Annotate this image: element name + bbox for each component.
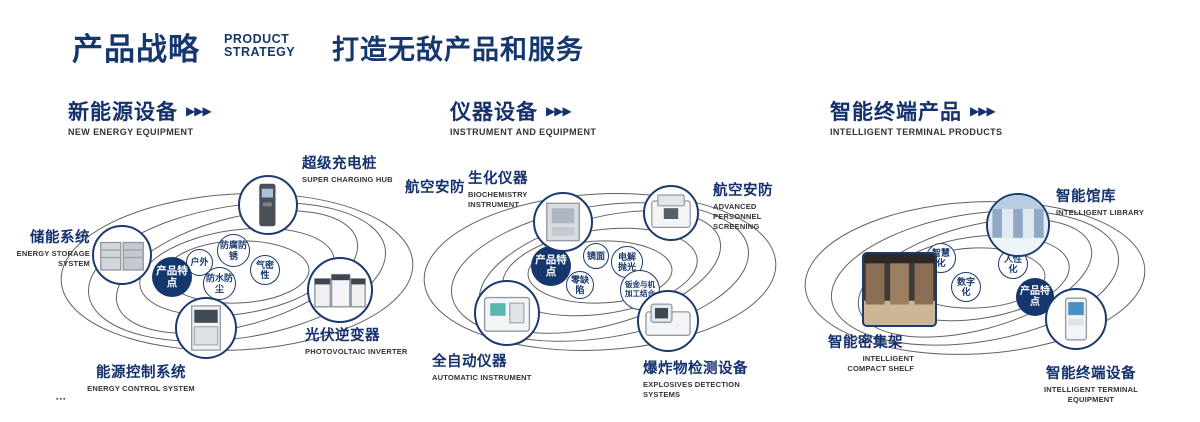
section-subtitle-terminal: INTELLIGENT TERMINAL PRODUCTS (830, 127, 1003, 137)
product-name-cn: 能源控制系统 (96, 365, 186, 381)
product-name-en: ENERGY CONTROL SYSTEM (87, 384, 195, 393)
label-super-charging-hub: 超级充电桩 SUPER CHARGING HUB (302, 152, 412, 185)
node-compact-shelf (862, 252, 937, 327)
section-head-new-energy: 新能源设备 ▶▶▶ (68, 96, 212, 126)
product-name-en: INTELLIGENT COMPACT SHELF (847, 354, 914, 373)
photovoltaic-inverter-image (314, 273, 366, 308)
product-name-en: ADVANCED PERSONNEL SCREENING (713, 202, 762, 231)
label-energy-control: 能源控制系统 ENERGY CONTROL SYSTEM (84, 361, 198, 394)
page-title-en-line1: PRODUCT (224, 32, 290, 46)
energy-control-image (191, 305, 221, 351)
label-compact-shelf: 智能密集架 INTELLIGENT COMPACT SHELF (828, 331, 914, 374)
feature-tag-sheetmetal-machining: 钣金与机加工结合 (620, 270, 660, 310)
section-head-terminal: 智能终端产品 ▶▶▶ (830, 96, 996, 126)
feature-tag-mirror: 镜面 (583, 243, 609, 269)
product-name-en: INTELLIGENT LIBRARY (1056, 208, 1145, 217)
label-energy-storage: 储能系统 ENERGY STORAGE SYSTEM (6, 226, 90, 269)
super-charging-hub-image (259, 183, 276, 227)
personnel-screening-image (651, 194, 691, 228)
label-automatic-instrument: 全自动仪器 AUTOMATIC INSTRUMENT (432, 350, 532, 383)
node-energy-storage (92, 225, 152, 285)
node-energy-control (175, 297, 237, 359)
feature-tag-digital: 数字化 (951, 272, 981, 302)
label-explosives-detection: 爆炸物检测设备 EXPLOSIVES DETECTION SYSTEMS (643, 357, 769, 400)
product-name-cn: 超级充电桩 (302, 156, 377, 172)
product-name-cn: 智能馆库 (1056, 189, 1116, 205)
page-title-en: PRODUCT STRATEGY (224, 32, 296, 60)
product-name-cn: 储能系统 (30, 230, 90, 246)
triple-chevron-icon: ▶▶▶ (546, 104, 572, 118)
energy-storage-image (100, 241, 144, 271)
page-title-en-line2: STRATEGY (224, 45, 296, 60)
node-super-charging-hub (238, 175, 298, 235)
node-biochemistry-instrument (533, 192, 593, 252)
section-title-terminal: 智能终端产品 (830, 101, 962, 124)
product-name-en: ENERGY STORAGE SYSTEM (16, 249, 90, 268)
product-name-en: EXPLOSIVES DETECTION SYSTEMS (643, 380, 740, 399)
product-name-cn: 全自动仪器 (432, 354, 507, 370)
label-personnel-screening: 航空安防 ADVANCED PERSONNEL SCREENING (713, 179, 805, 231)
section-title-instrument: 仪器设备 (450, 101, 538, 124)
label-biochemistry-instrument: 生化仪器 BIOCHEMISTRY INSTRUMENT (468, 167, 550, 210)
product-name-en: PHOTOVOLTAIC INVERTER (305, 347, 408, 356)
terminal-equipment-image (1064, 297, 1088, 341)
feature-tag-anticorrosion: 防腐防锈 (217, 234, 250, 267)
product-name-en: AUTOMATIC INSTRUMENT (432, 373, 532, 382)
node-explosives-detection (637, 290, 699, 352)
triple-chevron-icon: ▶▶▶ (970, 104, 996, 118)
product-name-cn: 生化仪器 (468, 171, 528, 187)
orbit-ellipses-terminal (804, 201, 1146, 355)
product-features-badge: 产品特点 (152, 257, 192, 297)
section-title-new-energy: 新能源设备 (68, 101, 178, 124)
page-title: 产品战略 (72, 32, 200, 67)
section-subtitle-instrument: INSTRUMENT AND EQUIPMENT (450, 127, 597, 137)
product-name-cn: 航空安防 (713, 183, 773, 199)
node-intelligent-library (986, 193, 1050, 257)
footer-logo-mark: ▪▪▪ (56, 396, 67, 403)
product-features-badge: 产品特点 (531, 246, 571, 286)
label-intelligent-library: 智能馆库 INTELLIGENT LIBRARY (1056, 185, 1146, 218)
label-photovoltaic-inverter: 光伏逆变器 PHOTOVOLTAIC INVERTER (305, 324, 417, 357)
label-aviation-security-side: 航空安防 (405, 180, 465, 196)
feature-tag-airtight: 气密性 (250, 255, 280, 285)
page-slogan: 打造无敌产品和服务 (332, 35, 584, 65)
automatic-instrument-image (483, 296, 531, 332)
product-name-cn: 智能终端设备 (1046, 366, 1136, 382)
triple-chevron-icon: ▶▶▶ (186, 104, 212, 118)
node-automatic-instrument (474, 280, 540, 346)
section-subtitle-new-energy: NEW ENERGY EQUIPMENT (68, 127, 194, 137)
product-name-cn: 光伏逆变器 (305, 328, 380, 344)
compact-shelf-image (864, 254, 935, 325)
product-name-cn: 智能密集架 (828, 335, 903, 351)
product-name-en: SUPER CHARGING HUB (302, 175, 393, 184)
node-terminal-equipment (1045, 288, 1107, 350)
label-terminal-equipment: 智能终端设备 INTELLIGENT TERMINAL EQUIPMENT (1033, 362, 1149, 405)
product-name-cn: 爆炸物检测设备 (643, 361, 748, 377)
product-name-en: BIOCHEMISTRY INSTRUMENT (468, 190, 528, 209)
feature-tag-zero-defect: 零缺陷 (566, 271, 594, 299)
feature-tag-waterproof: 防水防尘 (203, 267, 236, 300)
node-photovoltaic-inverter (307, 257, 373, 323)
node-personnel-screening (643, 185, 699, 241)
biochemistry-instrument-image (546, 202, 580, 242)
product-name-en: INTELLIGENT TERMINAL EQUIPMENT (1044, 385, 1138, 404)
intelligent-library-image (988, 195, 1048, 255)
section-head-instrument: 仪器设备 ▶▶▶ (450, 96, 572, 126)
explosives-detection-image (645, 303, 691, 336)
